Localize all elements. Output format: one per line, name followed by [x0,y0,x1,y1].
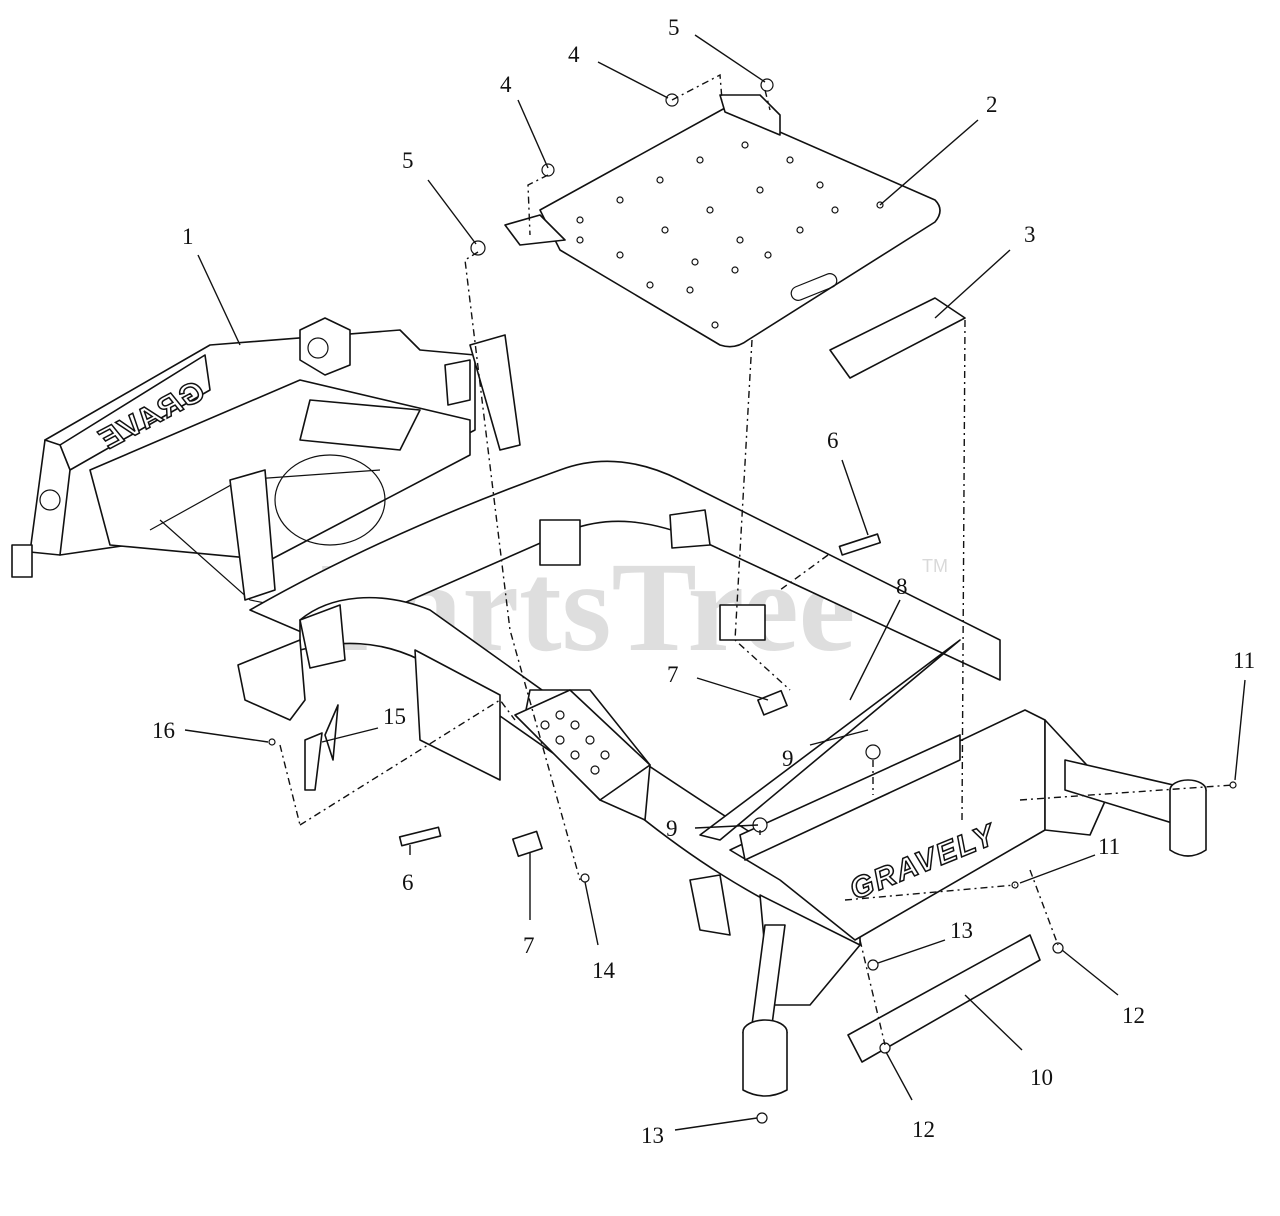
rear-frame-part-1 [11,317,476,611]
callout-5-lower: 5 [402,148,414,173]
callout-9-upper: 9 [782,746,794,771]
callout-10: 10 [1030,1065,1053,1090]
callout-11-front: 11 [1098,834,1120,859]
watermark-trademark: TM [922,556,948,576]
plate-part-10 [847,934,1041,1063]
callout-6-upper: 6 [827,428,839,453]
callout-13-lower: 13 [641,1123,664,1148]
shield-part-3 [829,297,966,379]
callout-12-bottom: 12 [912,1117,935,1142]
callout-7-lower: 7 [523,933,535,958]
callout-1: 1 [182,224,194,249]
callout-2: 2 [986,92,998,117]
callout-4-upper: 4 [568,42,580,67]
callout-4-lower: 4 [500,72,512,97]
callout-7-upper: 7 [667,662,679,687]
pedal-plate [514,689,651,801]
callout-16: 16 [152,718,175,743]
callout-8: 8 [896,574,908,599]
foot-plate-part-2 [504,94,941,348]
callout-labels: 1 2 3 4 4 5 5 6 6 7 7 8 9 9 10 11 11 12 … [152,15,1255,1148]
callout-5-upper: 5 [668,15,680,40]
callout-9-lower: 9 [666,816,678,841]
callout-14: 14 [592,958,616,983]
assembly-lines [279,73,1234,1046]
callout-6-lower: 6 [402,870,414,895]
leader-lines [184,34,1246,1131]
callout-12-right: 12 [1122,1003,1145,1028]
callout-15: 15 [383,704,406,729]
callout-11-right: 11 [1233,648,1255,673]
callout-13-upper: 13 [950,918,973,943]
callout-3: 3 [1024,222,1036,247]
front-frame [689,709,1207,1097]
